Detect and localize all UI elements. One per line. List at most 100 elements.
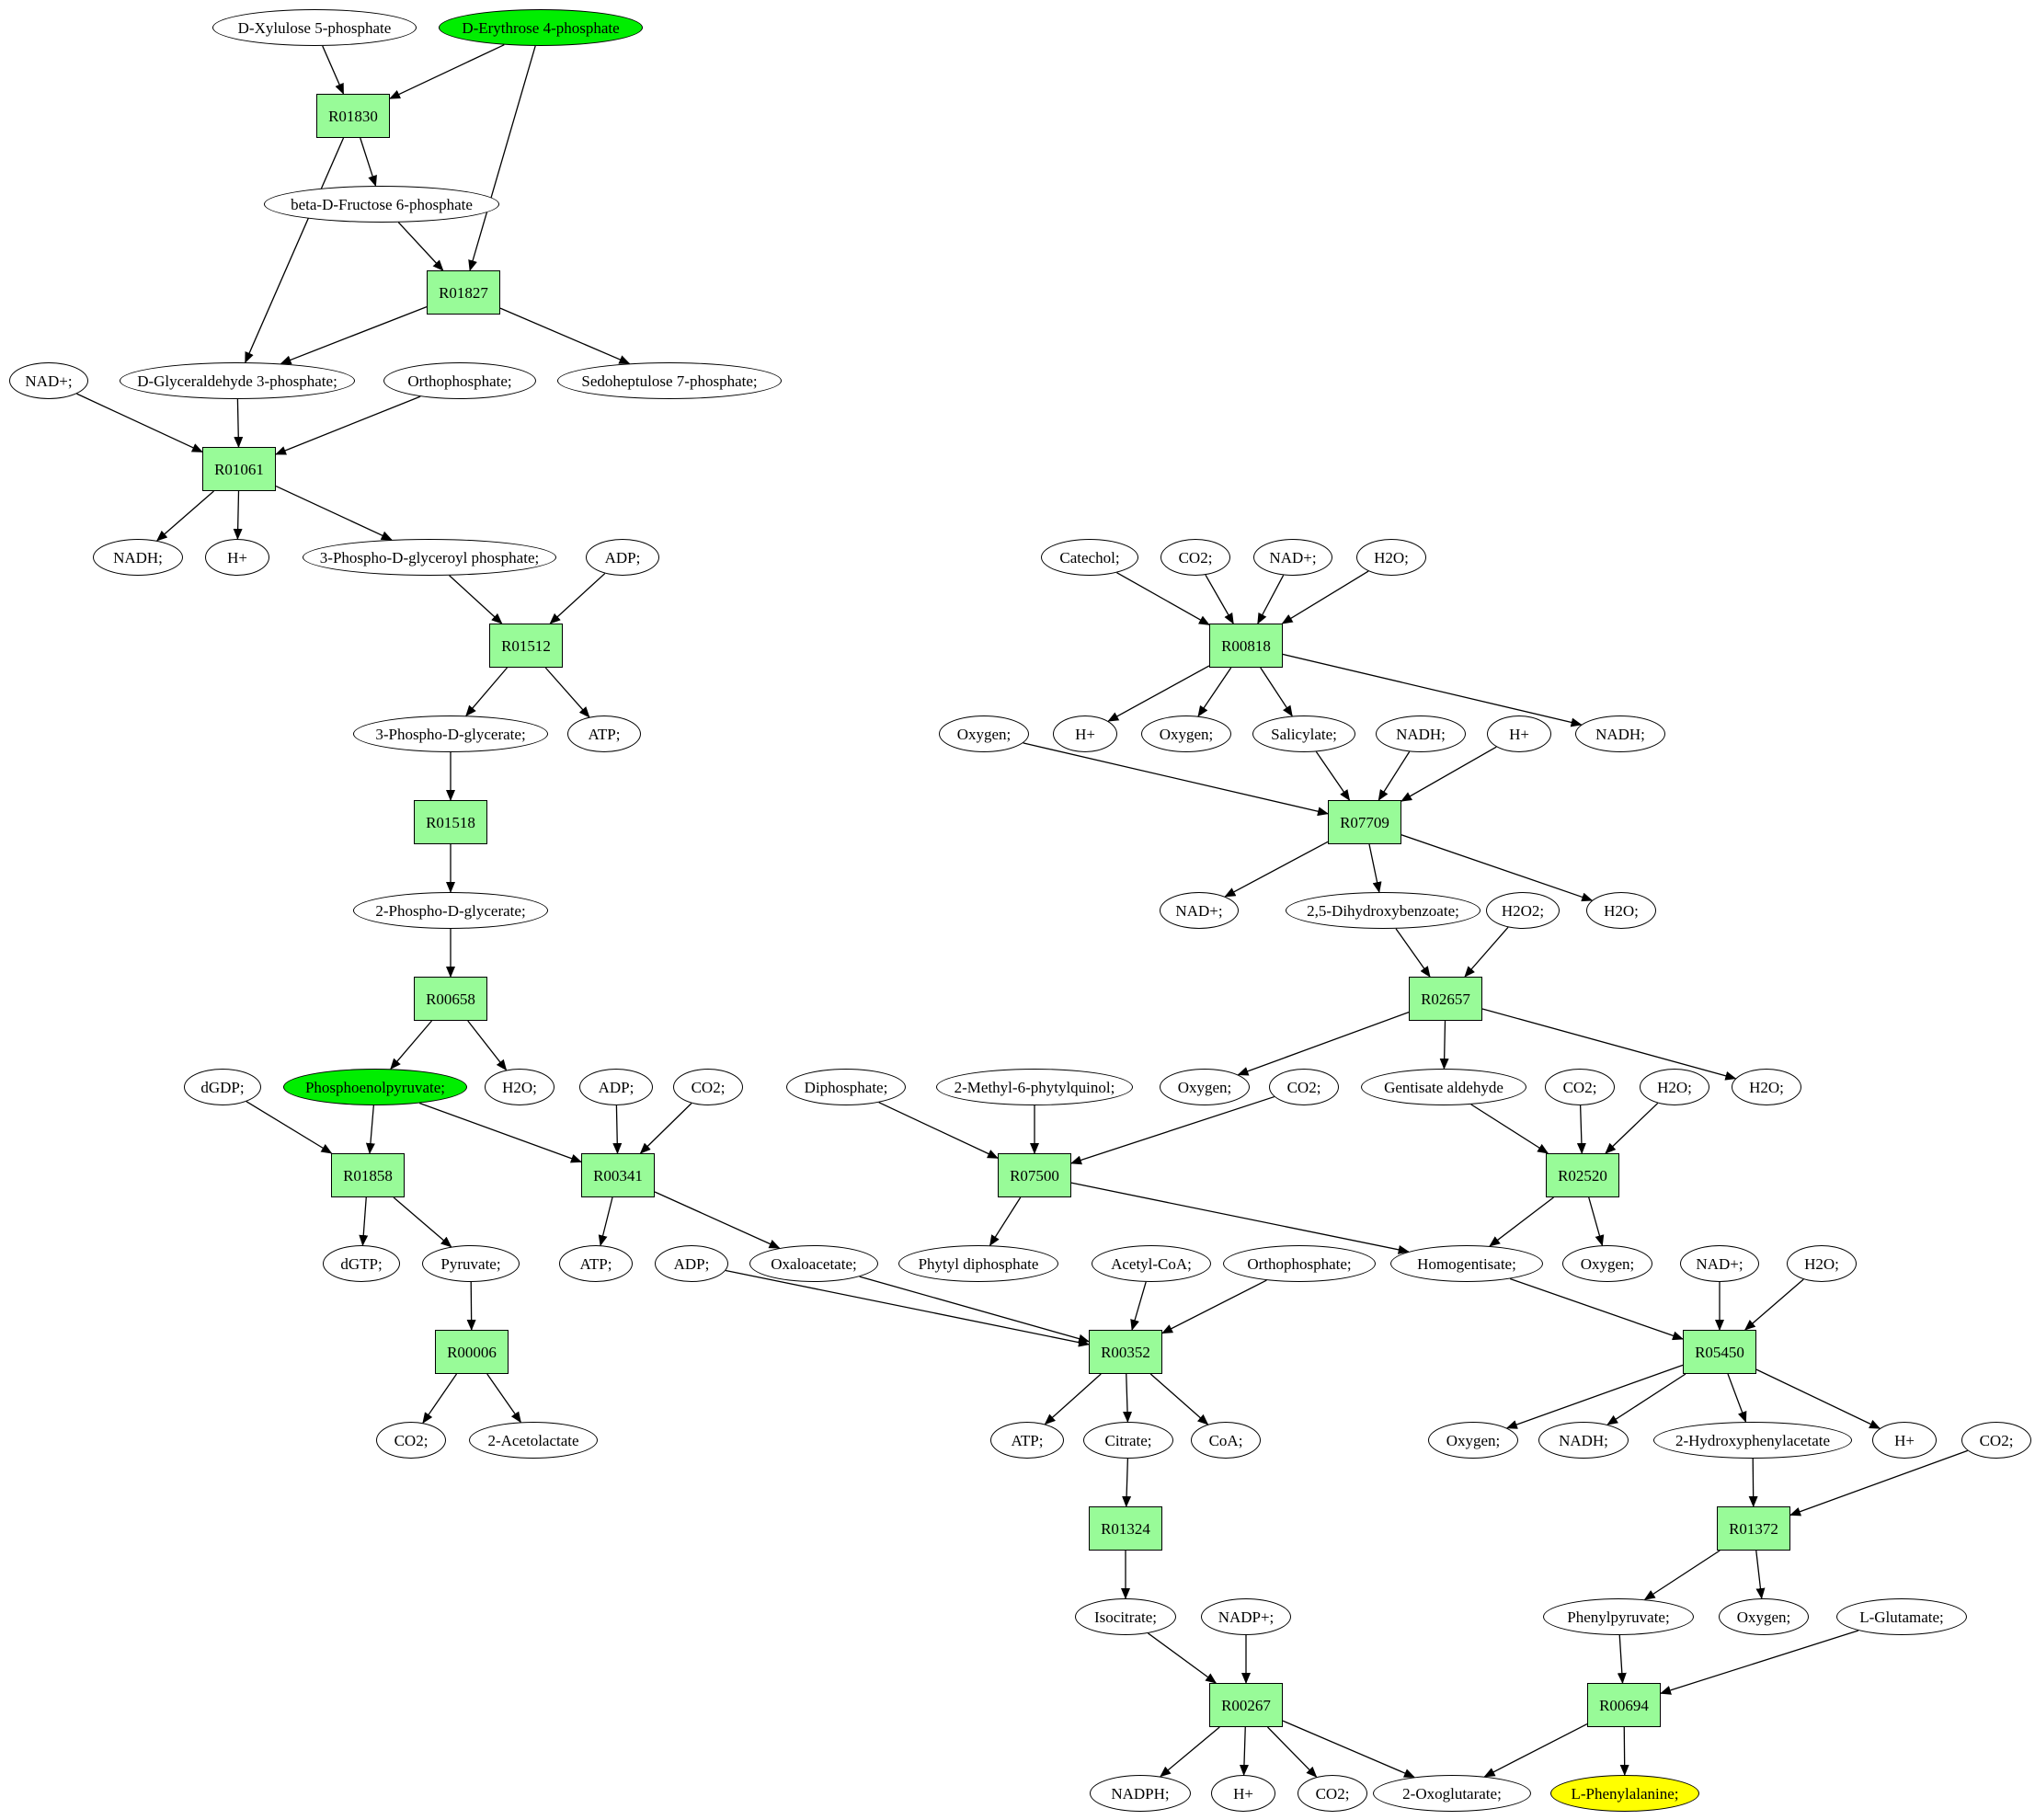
edge-r_R01858-to-m_dgtp <box>359 1196 369 1247</box>
edge-r_R01512-to-m_atp_1 <box>544 667 590 718</box>
edge-m_e4p-to-r_R01830 <box>389 44 505 99</box>
reaction-node-r-R01830: R01830 <box>316 94 390 138</box>
edge-r_R00694-to-m_phe <box>1619 1726 1629 1777</box>
edge-r_R00006-to-m_co2_2 <box>422 1373 458 1425</box>
edge-r_R01372-to-m_oxy_6 <box>1755 1550 1766 1600</box>
edge-m_adp_3-to-r_R00352 <box>725 1269 1090 1347</box>
edge-m_adp_1-to-r_R01512 <box>549 573 606 624</box>
metabolite-node-m-s7p: Sedoheptulose 7-phosphate; <box>557 362 782 399</box>
edge-r_R01061-to-m_h_1 <box>233 490 243 541</box>
edge-m_nadp_1-to-r_R01061 <box>76 393 203 453</box>
edge-m_gald-to-r_R02520 <box>1470 1104 1549 1154</box>
edge-r_R02657-to-m_h2o_5 <box>1481 1008 1737 1081</box>
edge-m_e4p-to-r_R01827 <box>468 45 536 271</box>
edge-r_R00352-to-m_coa <box>1149 1373 1209 1425</box>
metabolite-node-m-adp-2: ADP; <box>579 1069 653 1105</box>
edge-r_R00658-to-m_h2o_1 <box>467 1020 508 1071</box>
metabolite-node-m-co2-2: CO2; <box>376 1422 446 1459</box>
metabolite-node-m-pep: Phosphoenolpyruvate; <box>283 1069 467 1105</box>
edge-m_oxy_1-to-r_R07709 <box>1023 742 1329 817</box>
reaction-node-r-R01324: R01324 <box>1089 1506 1162 1551</box>
metabolite-node-m-pi-2: Orthophosphate; <box>1223 1245 1376 1282</box>
reaction-node-r-R00352: R00352 <box>1089 1330 1162 1374</box>
metabolite-node-m-h2o2: H2O2; <box>1486 892 1560 929</box>
metabolite-node-m-h-5: H+ <box>1211 1775 1275 1812</box>
edge-m_g3p-to-r_R01061 <box>234 398 244 448</box>
edge-m_h_3-to-r_R07709 <box>1400 746 1497 802</box>
reaction-node-r-R01512: R01512 <box>489 624 563 668</box>
reaction-node-r-R00341: R00341 <box>581 1153 655 1197</box>
metabolite-node-m-hga: Homogentisate; <box>1390 1245 1543 1282</box>
metabolite-node-m-h-3: H+ <box>1487 715 1551 752</box>
metabolite-node-m-icit: Isocitrate; <box>1075 1598 1176 1635</box>
metabolite-node-m-sal: Salicylate; <box>1252 715 1355 752</box>
metabolite-node-m-3pg: 3-Phospho-D-glycerate; <box>353 715 548 752</box>
edge-m_h2o2-to-r_R02657 <box>1464 926 1509 978</box>
metabolite-node-m-oaa: Oxaloacetate; <box>749 1245 878 1282</box>
metabolite-node-m-nadp-1: NAD+; <box>9 362 88 399</box>
edge-r_R02657-to-m_oxy_3 <box>1237 1012 1410 1076</box>
edge-r_R01512-to-m_3pg <box>465 667 508 717</box>
edge-r_R01061-to-m_nadh_1 <box>156 490 214 542</box>
edge-m_co2_5-to-r_R02520 <box>1576 1105 1586 1154</box>
metabolite-node-m-nadpp: NADP+; <box>1201 1598 1291 1635</box>
metabolite-node-m-h-1: H+ <box>205 539 269 576</box>
edge-r_R00818-to-m_sal <box>1260 667 1293 717</box>
metabolite-node-m-2og: 2-Oxoglutarate; <box>1373 1775 1531 1812</box>
edge-r_R00006-to-m_acl <box>486 1373 521 1424</box>
metabolite-node-m-phpyr: Phenylpyruvate; <box>1543 1598 1694 1635</box>
metabolite-node-m-2hpa: 2-Hydroxyphenylacetate <box>1653 1422 1852 1459</box>
edge-r_R07500-to-m_phytpp <box>989 1196 1022 1247</box>
edge-m_h2o_4-to-r_R02520 <box>1605 1103 1659 1154</box>
edge-r_R00267-to-m_nadph <box>1160 1726 1220 1778</box>
metabolite-node-m-h2o-5: H2O; <box>1732 1069 1801 1105</box>
metabolite-node-m-atp-1: ATP; <box>567 715 641 752</box>
metabolite-node-m-nadp-4: NAD+; <box>1680 1245 1759 1282</box>
edge-m_f6p-to-r_R01827 <box>397 222 444 271</box>
edge-m_phpyr-to-r_R00694 <box>1617 1634 1627 1684</box>
edge-r_R00267-to-m_2og <box>1282 1720 1415 1779</box>
edge-r_R05450-to-m_nadh_4 <box>1606 1373 1686 1425</box>
metabolite-node-m-bpg: 3-Phospho-D-glyceroyl phosphate; <box>303 539 556 576</box>
metabolite-node-m-mpq: 2-Methyl-6-phytylquinol; <box>936 1069 1133 1105</box>
edge-r_R07709-to-m_nadp_3 <box>1224 841 1329 898</box>
metabolite-node-m-gald: Gentisate aldehyde <box>1361 1069 1526 1105</box>
metabolite-node-m-h2o-2: H2O; <box>1356 539 1426 576</box>
metabolite-node-m-co2-5: CO2; <box>1545 1069 1615 1105</box>
metabolite-node-m-h2o-3: H2O; <box>1586 892 1656 929</box>
metabolite-node-m-pyr: Pyruvate; <box>422 1245 520 1282</box>
edge-m_glu-to-r_R00694 <box>1660 1630 1859 1695</box>
edge-m_co2_4-to-r_R07500 <box>1070 1095 1275 1165</box>
metabolite-node-m-nadph: NADPH; <box>1090 1775 1191 1812</box>
edge-m_co2_6-to-r_R01372 <box>1789 1449 1968 1517</box>
edge-r_R00341-to-m_oaa <box>654 1191 781 1249</box>
edge-r_R00818-to-m_h_2 <box>1107 665 1210 722</box>
metabolite-node-m-coa: CoA; <box>1191 1422 1261 1459</box>
edge-m_pep-to-r_R01858 <box>365 1105 375 1154</box>
metabolite-node-m-atp-2: ATP; <box>559 1245 633 1282</box>
edge-m_oaa-to-r_R00352 <box>859 1276 1090 1344</box>
metabolite-node-m-accoa: Acetyl-CoA; <box>1092 1245 1211 1282</box>
edge-m_adp_2-to-r_R00341 <box>612 1105 623 1154</box>
metabolite-node-m-oxy-6: Oxygen; <box>1719 1598 1809 1635</box>
reaction-node-r-R00006: R00006 <box>435 1330 509 1374</box>
metabolite-node-m-phytpp: Phytyl diphosphate <box>898 1245 1058 1282</box>
metabolite-node-m-co2-3: CO2; <box>1160 539 1230 576</box>
metabolite-node-m-oxy-2: Oxygen; <box>1141 715 1231 752</box>
edge-m_cit-to-r_R01324 <box>1122 1458 1132 1507</box>
metabolite-node-m-e4p: D-Erythrose 4-phosphate <box>439 9 643 46</box>
reaction-node-r-R00818: R00818 <box>1209 624 1283 668</box>
edge-m_hga-to-r_R05450 <box>1509 1277 1684 1341</box>
metabolite-node-m-oxy-1: Oxygen; <box>939 715 1029 752</box>
edge-r_R01830-to-m_g3p <box>245 137 345 363</box>
metabolite-node-m-2pg: 2-Phospho-D-glycerate; <box>353 892 548 929</box>
edge-r_R01827-to-m_s7p <box>499 307 631 364</box>
metabolite-node-m-glu: L-Glutamate; <box>1836 1598 1967 1635</box>
reaction-node-r-R01518: R01518 <box>414 800 487 844</box>
edge-r_R01830-to-m_f6p <box>360 137 377 187</box>
edge-m_pi_1-to-r_R01061 <box>275 395 421 455</box>
metabolite-node-m-25dhb: 2,5-Dihydroxybenzoate; <box>1286 892 1481 929</box>
edge-m_pi_2-to-r_R00352 <box>1161 1279 1267 1334</box>
